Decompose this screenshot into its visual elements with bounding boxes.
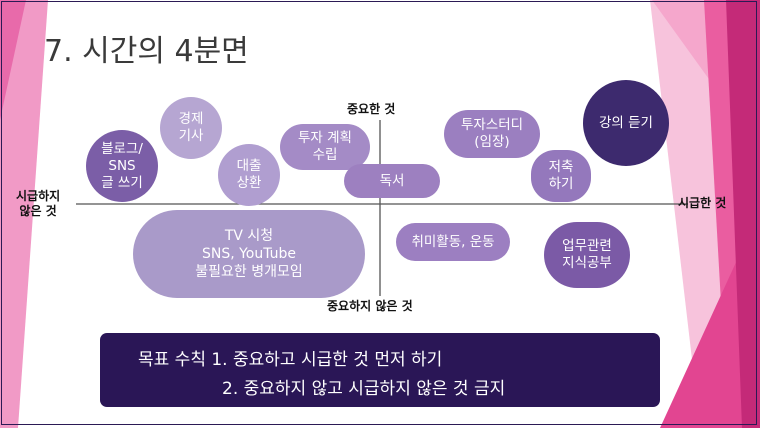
bubble-loan: 대출 상환 bbox=[218, 144, 280, 206]
bubble-tv: TV 시청 SNS, YouTube 불필요한 병개모임 bbox=[133, 210, 365, 298]
bubble-economy: 경제 기사 bbox=[160, 97, 222, 159]
goal-line-2: 2. 중요하지 않고 시급하지 않은 것 금지 bbox=[222, 379, 506, 399]
bubble-reading: 독서 bbox=[344, 164, 440, 198]
bubble-study-group: 투자스터디 (임장) bbox=[444, 110, 540, 158]
slide-title: 7. 시간의 4분면 bbox=[44, 26, 249, 70]
bubble-saving: 저축 하기 bbox=[531, 150, 591, 202]
left-pink-accent bbox=[0, 0, 26, 120]
slide-title-text: 7. 시간의 4분면 bbox=[44, 34, 249, 69]
goal-box: 목표 수칙 1. 중요하고 시급한 것 먼저 하기 2. 중요하지 않고 시급하… bbox=[100, 333, 660, 407]
bubble-lecture: 강의 듣기 bbox=[583, 80, 669, 166]
axis-label-not-urgent: 시급하지 않은 것 bbox=[16, 189, 61, 218]
right-dark-shape bbox=[660, 210, 760, 428]
left-pink-strip bbox=[0, 0, 48, 428]
right-edge-shape bbox=[726, 0, 760, 428]
goal-line-1: 목표 수칙 1. 중요하고 시급한 것 먼저 하기 bbox=[138, 350, 443, 370]
axis-label-not-important: 중요하지 않은 것 bbox=[327, 299, 413, 313]
bubble-invest-plan: 투자 계획 수립 bbox=[280, 124, 370, 170]
bubble-hobby: 취미활동, 운동 bbox=[396, 223, 510, 261]
axis-label-urgent: 시급한 것 bbox=[678, 196, 727, 210]
bubble-work-study: 업무관련 지식공부 bbox=[544, 222, 630, 288]
bubble-blog: 블로그/ SNS 글 쓰기 bbox=[86, 130, 158, 202]
axis-label-important: 중요한 것 bbox=[347, 102, 396, 116]
